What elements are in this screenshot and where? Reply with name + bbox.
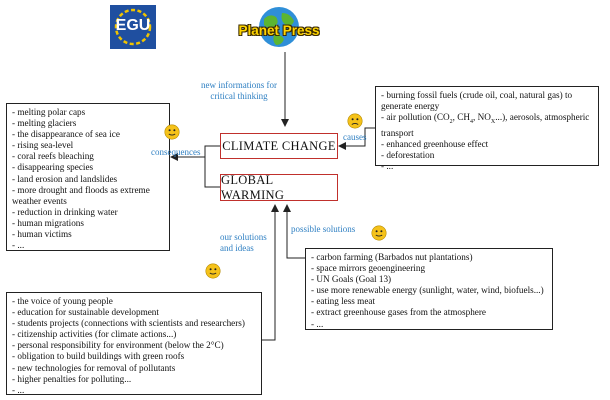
consequences-label: consequences <box>151 147 201 157</box>
list-item: air pollution (CO2, CH4, NOX...), aeroso… <box>381 112 593 139</box>
list-item: the voice of young people <box>12 296 256 307</box>
list-item: human migrations <box>12 218 164 229</box>
our-solutions-line-1: our solutions <box>220 232 267 242</box>
list-item: personal responsibility for environment … <box>12 340 256 351</box>
possible-solutions-box: carbon farming (Barbados nut plantations… <box>305 248 553 330</box>
list-item: human victims <box>12 229 164 240</box>
planet-press-text: Planet Press <box>238 23 320 38</box>
list-item: extract greenhouse gases from the atmosp… <box>311 307 547 318</box>
arrow-causes <box>338 127 375 150</box>
list-item: deforestation <box>381 150 593 161</box>
list-item: reduction in drinking water <box>12 207 164 218</box>
causes-list: burning fossil fuels (crude oil, coal, n… <box>381 90 593 172</box>
arrow-consequences-bottom <box>204 157 220 188</box>
consequences-list: melting polar caps melting glaciers the … <box>12 107 164 251</box>
list-item: land erosion and landslides <box>12 174 164 185</box>
smiley-happy-icon <box>205 263 221 279</box>
list-item: the disappearance of sea ice <box>12 129 164 140</box>
list-item: ... <box>12 385 256 396</box>
list-item: higher penalties for polluting... <box>12 374 256 385</box>
arrow-our-solutions <box>262 204 279 341</box>
global-warming-box: GLOBAL WARMING <box>220 172 338 202</box>
our-solutions-list: the voice of young people education for … <box>12 296 256 396</box>
planet-press-logo: Planet Press <box>234 5 324 53</box>
list-item: use more renewable energy (sunlight, wat… <box>311 285 547 296</box>
list-item: ... <box>381 161 593 172</box>
list-item: new technologies for removal of pollutan… <box>12 363 256 374</box>
global-warming-title: GLOBAL WARMING <box>221 172 285 202</box>
list-item: eating less meat <box>311 296 547 307</box>
causes-label: causes <box>343 132 367 142</box>
our-solutions-line-2: and ideas <box>220 243 254 253</box>
list-item: space mirrors geoengineering <box>311 263 547 274</box>
list-item: ... <box>311 319 547 330</box>
our-solutions-box: the voice of young people education for … <box>6 292 262 395</box>
arrow-consequences-top <box>170 145 220 161</box>
possible-solutions-list: carbon farming (Barbados nut plantations… <box>311 252 547 330</box>
list-item: rising sea-level <box>12 140 164 151</box>
list-item: burning fossil fuels (crude oil, coal, n… <box>381 90 593 112</box>
climate-change-title: CLIMATE CHANGE <box>222 138 336 153</box>
egu-logo: EGU <box>110 5 156 49</box>
list-item: citizenship activities (for climate acti… <box>12 329 256 340</box>
smiley-happy-icon <box>371 225 387 241</box>
possible-solutions-label: possible solutions <box>291 224 356 234</box>
list-item: UN Goals (Goal 13) <box>311 274 547 285</box>
list-item: ... <box>12 240 164 251</box>
climate-change-box: CLIMATE CHANGE <box>220 133 338 159</box>
list-item: education for sustainable development <box>12 307 256 318</box>
list-item: students projects (connections with scie… <box>12 318 256 329</box>
new-info-label: new informations for critical thinking <box>196 80 282 102</box>
consequences-box: melting polar caps melting glaciers the … <box>6 103 170 251</box>
list-item: enhanced greenhouse effect <box>381 139 593 150</box>
smiley-happy-icon <box>164 124 180 140</box>
new-info-line-2: critical thinking <box>210 91 268 101</box>
list-item: disappearing species <box>12 162 164 173</box>
list-item: melting polar caps <box>12 107 164 118</box>
causes-box: burning fossil fuels (crude oil, coal, n… <box>375 86 599 171</box>
our-solutions-label: our solutions and ideas <box>220 232 267 254</box>
list-item: more drought and floods as extreme weath… <box>12 185 164 207</box>
new-info-line-1: new informations for <box>201 80 277 90</box>
smiley-sad-icon <box>347 113 363 129</box>
list-item: melting glaciers <box>12 118 164 129</box>
list-item: carbon farming (Barbados nut plantations… <box>311 252 547 263</box>
egu-logo-text: EGU <box>115 17 151 34</box>
arrow-possible-solutions <box>283 204 305 259</box>
list-item: obligation to build buildings with green… <box>12 351 256 362</box>
list-item: coral reefs bleaching <box>12 151 164 162</box>
